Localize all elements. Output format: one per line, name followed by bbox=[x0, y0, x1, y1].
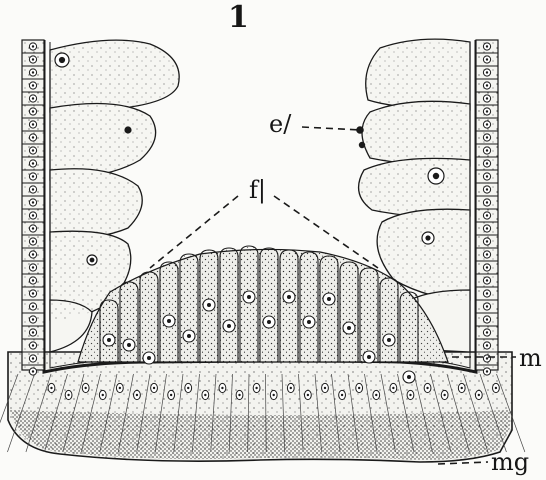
label-m: m bbox=[519, 344, 542, 372]
right-follicle-epithelium bbox=[476, 40, 498, 375]
leader-mg bbox=[438, 462, 488, 464]
leader-e bbox=[302, 127, 360, 130]
follicle-cell bbox=[160, 262, 178, 362]
midgut-epithelium bbox=[0, 352, 525, 462]
follicle-cell bbox=[180, 254, 198, 362]
follicle-cell bbox=[320, 256, 338, 362]
follicle-cell bbox=[100, 300, 118, 362]
follicle-cell bbox=[220, 248, 238, 362]
label-mg: mg bbox=[491, 448, 529, 476]
label-f: f| bbox=[249, 176, 266, 204]
follicle-cell bbox=[140, 272, 158, 362]
right-lobe-stippling bbox=[359, 39, 470, 300]
left-follicle-epithelium bbox=[22, 40, 44, 375]
follicle-cell bbox=[260, 248, 278, 362]
follicle-cell bbox=[340, 262, 358, 362]
follicle-cell bbox=[360, 268, 378, 362]
follicle-cell bbox=[400, 292, 418, 362]
figure-number: 1 bbox=[228, 0, 249, 35]
follicle-cell bbox=[380, 278, 398, 362]
follicle-cell bbox=[280, 250, 298, 362]
follicle-cell bbox=[240, 246, 258, 362]
label-e: e/ bbox=[269, 110, 291, 138]
follicle-cell bbox=[300, 252, 318, 362]
